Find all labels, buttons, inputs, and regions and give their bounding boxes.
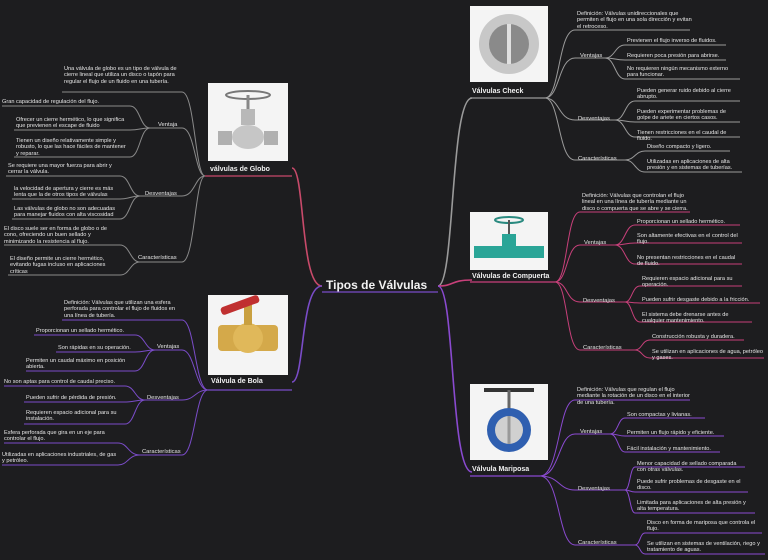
compuerta-ventaja-2: Son altamente efectivas en el control de… (637, 233, 738, 246)
bola-ventajas-label: Ventajas (157, 344, 180, 350)
check-desventaja-2: Pueden experimentar problemas de golpe d… (637, 109, 726, 122)
mariposa-desventaja-1: Menor capacidad de sellado comparada con… (637, 461, 737, 474)
mariposa-ventaja-2: Permiten un flujo rápido y eficiente. (627, 430, 715, 436)
ball-valve-icon (208, 295, 288, 375)
compuerta-desventaja-1: Requieren espacio adicional para su oper… (642, 276, 733, 289)
compuerta-desventaja-3: El sistema debe drenarse antes de cualqu… (642, 312, 729, 325)
mariposa-desventaja-2: Puede sufrir problemas de desgaste en el… (637, 479, 741, 492)
mariposa-ventaja-3: Fácil instalación y mantenimiento. (627, 446, 711, 452)
compuerta-ventaja-1: Proporcionan un sellado hermético. (637, 219, 725, 225)
compuerta-desventaja-2: Pueden sufrir desgaste debido a la fricc… (642, 297, 750, 303)
globe-valve-icon (208, 83, 288, 161)
bola-desventaja-2: Pueden sufrir de pérdida de presión. (26, 395, 117, 401)
mariposa-name: Válvula Mariposa (472, 466, 530, 473)
globo-ventaja-2: Ofrecer un cierre hermético, lo que sign… (16, 117, 125, 130)
bola-desventajas-label: Desventajas (147, 395, 179, 401)
globo-ventaja-3: Tienen un diseño relativamente simple y … (16, 138, 126, 157)
globo-ventajas-label: Ventaja (158, 122, 178, 128)
mariposa-ventajas-label: Ventajas (580, 429, 603, 435)
check-ventaja-3: No requieren ningún mecanismo externo pa… (627, 66, 729, 79)
compuerta-definition: Definición: Válvulas que controlan el fl… (582, 193, 688, 212)
globo-caracteristica-2: El diseño permite un cierre hermético, e… (10, 256, 106, 275)
bola-caracteristica-2: Utilizadas en aplicaciones industriales,… (2, 452, 117, 465)
check-desventaja-1: Pueden generar ruido debido al cierre ab… (637, 88, 731, 101)
mariposa-definition: Definición: Válvulas que regulan el fluj… (577, 387, 690, 406)
globo-desventajas-label: Desventajas (145, 191, 177, 197)
butterfly-valve-icon (470, 384, 548, 460)
check-desventajas-label: Desventajas (578, 116, 610, 122)
mariposa-desventaja-3: Limitada para aplicaciones de alta presi… (637, 500, 746, 513)
bola-ventaja-1: Proporcionan un sellado hermético. (36, 328, 124, 334)
mariposa-desventajas-label: Desventajas (578, 486, 610, 492)
check-ventaja-2: Requieren poca presión para abrirse. (627, 53, 720, 59)
globo-desventaja-2: la velocidad de apertura y cierre es más… (14, 186, 114, 199)
bola-caracteristica-1: Esfera perforada que gira en un eje para… (4, 430, 105, 443)
mariposa-caracteristica-1: Disco en forma de mariposa que controla … (647, 520, 756, 533)
bola-ventaja-2: Son rápidas en su operación. (58, 345, 131, 351)
compuerta-ventajas-label: Ventajas (584, 240, 607, 246)
globo-caracteristicas-label: Características (138, 255, 177, 261)
bola-ventaja-3: Permiten un caudal máximo en posición ab… (26, 358, 126, 371)
compuerta-desventajas-label: Desventajas (583, 298, 615, 304)
check-caracteristica-2: Utilizadas en aplicaciones de alta presi… (647, 159, 733, 172)
globo-definition: Una válvula de globo es un tipo de válvu… (64, 66, 177, 85)
compuerta-name: Válvulas de Compuerta (472, 273, 550, 280)
bola-name: Válvula de Bola (211, 378, 263, 385)
globo-caracteristica-1: El disco suele ser en forma de globo o d… (4, 226, 107, 245)
check-desventaja-3: Tienen restricciones en el caudal de flu… (637, 130, 727, 143)
check-caracteristicas-label: Características (578, 156, 617, 162)
gate-valve-icon (470, 212, 548, 270)
globo-ventaja-1: Gran capacidad de regulación del flujo. (2, 99, 100, 105)
globo-desventaja-1: Se requiere una mayor fuerza para abrir … (8, 163, 112, 176)
check-caracteristica-1: Diseño compacto y ligero. (647, 144, 712, 150)
compuerta-caracteristicas-label: Características (583, 345, 622, 351)
central-title: Tipos de Válvulas (326, 278, 428, 292)
bola-caracteristicas-label: Características (142, 449, 181, 455)
compuerta-caracteristica-2: Se utilizan en aplicaciones de agua, pet… (652, 349, 764, 362)
mariposa-ventaja-1: Son compactas y livianas. (627, 412, 692, 418)
mariposa-caracteristicas-label: Características (578, 540, 617, 546)
check-valve-icon (470, 6, 548, 82)
globo-desventaja-3: Las válvulas de globo no son adecuadas p… (14, 206, 116, 219)
mariposa-caracteristica-2: Se utilizan en sistemas de ventilación, … (647, 541, 760, 554)
check-name: Válvulas Check (472, 88, 524, 95)
bola-desventaja-3: Requieren espacio adicional para su inst… (26, 410, 117, 423)
bola-definition: Definición: Válvulas que utilizan una es… (64, 300, 176, 319)
compuerta-caracteristica-1: Construcción robusta y duradera. (652, 334, 735, 340)
bola-desventaja-1: No son aptas para control de caudal prec… (4, 379, 116, 385)
check-definition: Definición: Válvulas unidireccionales qu… (577, 11, 692, 30)
check-ventaja-1: Previenen el flujo inverso de fluidos. (627, 38, 717, 44)
globo-name: válvulas de Globo (210, 166, 270, 173)
check-ventajas-label: Ventajas (580, 53, 603, 59)
compuerta-ventaja-3: No presentan restricciones en el caudal … (637, 255, 736, 268)
